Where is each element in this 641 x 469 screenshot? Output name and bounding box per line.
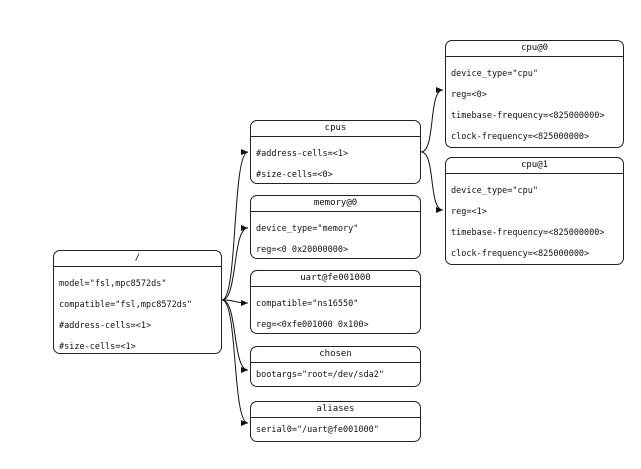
node-uart: uart@fe001000 compatible="ns16550" reg=<… [250, 270, 421, 334]
node-cpu1-title: cpu@1 [446, 158, 623, 174]
node-cpu0-prop: clock-frequency=<825000000> [451, 132, 590, 142]
edge-root-memory [221, 225, 249, 301]
node-cpus-title: cpus [251, 121, 420, 137]
node-uart-title: uart@fe001000 [251, 271, 420, 287]
node-uart-prop: reg=<0xfe001000 0x100> [256, 320, 369, 330]
node-aliases-prop: serial0="/uart@fe001000" [256, 425, 379, 435]
node-root: / model="fsl,mpc8572ds" compatible="fsl,… [53, 250, 222, 354]
node-memory-prop: device_type="memory" [256, 224, 359, 234]
node-cpu1-prop: device_type="cpu" [451, 186, 538, 196]
edge-root-cpus [221, 149, 249, 301]
node-cpu0-prop: reg=<0> [451, 90, 487, 100]
node-root-prop: #size-cells=<1> [59, 342, 136, 352]
node-cpu1: cpu@1 device_type="cpu" reg=<1> timebase… [445, 157, 624, 265]
node-cpus-prop: #address-cells=<1> [256, 149, 349, 159]
node-cpu0-prop: timebase-frequency=<825000000> [451, 111, 605, 121]
node-root-prop: model="fsl,mpc8572ds" [59, 279, 167, 289]
node-cpu0-prop: device_type="cpu" [451, 69, 538, 79]
edge-root-chosen [221, 299, 249, 373]
node-cpu1-prop: timebase-frequency=<825000000> [451, 228, 605, 238]
edge-root-uart [221, 299, 249, 306]
node-chosen-title: chosen [251, 347, 420, 363]
node-root-prop: #address-cells=<1> [59, 321, 152, 331]
edge-cpus-cpu0 [420, 87, 444, 153]
node-cpus-prop: #size-cells=<0> [256, 170, 333, 180]
edge-root-aliases [221, 299, 249, 426]
node-memory-prop: reg=<0 0x20000000> [256, 245, 349, 255]
node-memory-title: memory@0 [251, 196, 420, 212]
node-aliases-title: aliases [251, 402, 420, 418]
node-chosen: chosen bootargs="root=/dev/sda2" [250, 346, 421, 387]
node-uart-prop: compatible="ns16550" [256, 299, 359, 309]
node-root-title: / [54, 251, 221, 267]
node-chosen-prop: bootargs="root=/dev/sda2" [256, 370, 384, 380]
node-cpu1-prop: reg=<1> [451, 207, 487, 217]
node-memory: memory@0 device_type="memory" reg=<0 0x2… [250, 195, 421, 259]
node-cpus: cpus #address-cells=<1> #size-cells=<0> [250, 120, 421, 184]
edge-cpus-cpu1 [420, 151, 444, 213]
node-aliases: aliases serial0="/uart@fe001000" [250, 401, 421, 442]
node-root-prop: compatible="fsl,mpc8572ds" [59, 300, 193, 310]
node-cpu0-title: cpu@0 [446, 41, 623, 57]
node-cpu1-prop: clock-frequency=<825000000> [451, 249, 590, 259]
node-cpu0: cpu@0 device_type="cpu" reg=<0> timebase… [445, 40, 624, 148]
